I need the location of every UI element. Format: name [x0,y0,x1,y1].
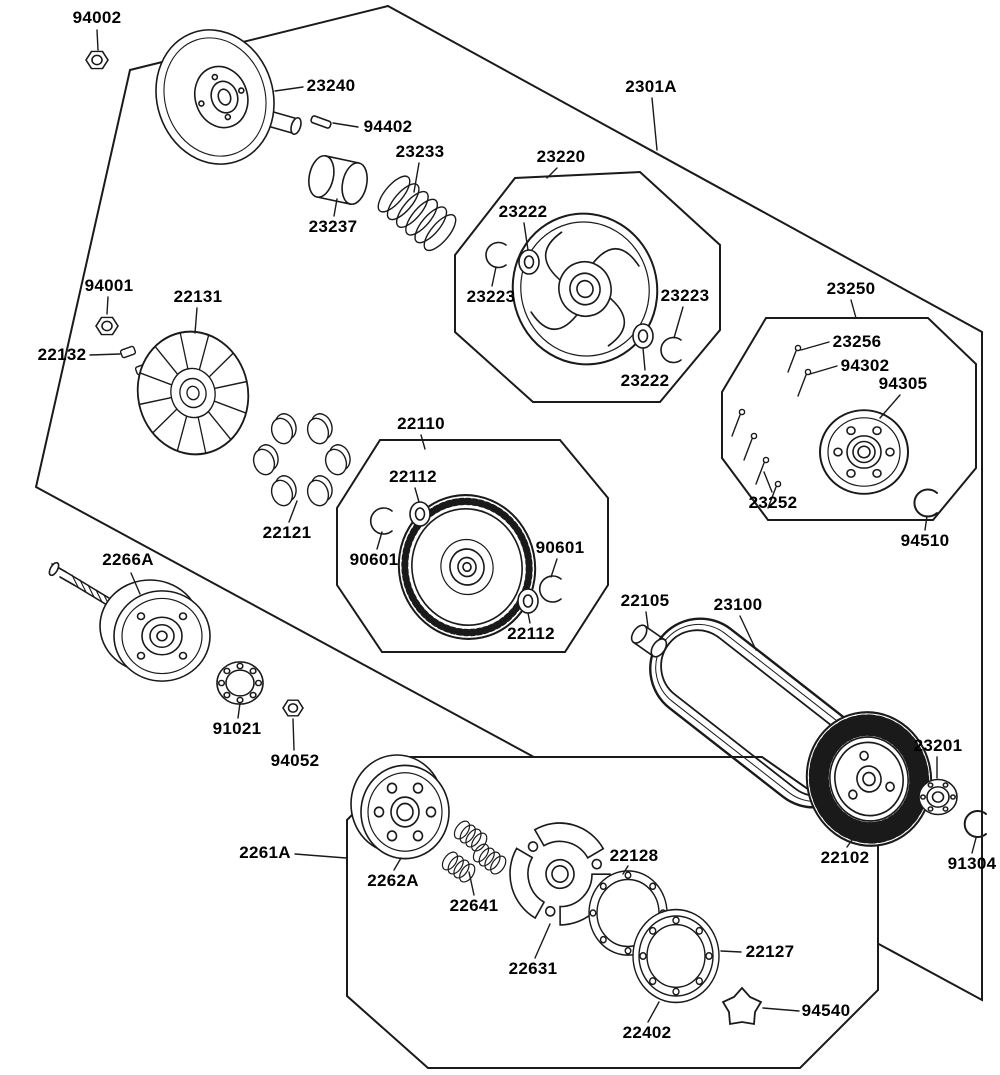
nut-94052 [282,699,304,717]
bolts-23256-94302-23252 [731,344,812,509]
part-label-22631: 22631 [508,959,558,978]
part-label-94540: 94540 [801,1001,851,1020]
part-label-22110: 22110 [397,414,445,433]
spring-23233 [377,175,457,252]
part-label-23220: 23220 [536,147,586,166]
drive-face-pulley [397,494,537,640]
circlip-94510 [913,488,938,518]
fan-wheel-22131 [136,330,250,456]
washer-23222-bottom [632,323,654,349]
part-label-23256: 23256 [832,332,882,351]
bearing-23201 [918,778,958,816]
part-label-90601-b: 90601 [535,538,585,557]
part-label-22102: 22102 [820,848,870,867]
spacer-22105 [630,624,668,658]
part-label-23233: 23233 [395,142,445,161]
clutch-drive-plate-2262A [350,754,450,860]
part-label-94052: 94052 [270,751,320,770]
part-label-94510: 94510 [900,531,950,550]
pin-94402 [310,115,332,129]
clutch-springs-22641 [441,820,507,883]
part-label-94001: 94001 [84,276,134,295]
part-label-22641: 22641 [449,896,499,915]
part-label-23237: 23237 [308,217,358,236]
part-label-94402: 94402 [363,117,413,136]
part-label-90601-a: 90601 [349,550,399,569]
part-label-23223-b: 23223 [660,286,710,305]
circlip-90601-right [538,575,562,603]
part-label-22112-b: 22112 [507,624,555,643]
part-label-94002: 94002 [72,8,122,27]
part-label-23252: 23252 [748,493,798,512]
clutch-hub-94305 [819,409,909,495]
part-label-22121: 22121 [262,523,312,542]
part-label-22132: 22132 [37,345,87,364]
fan-pulley [805,711,933,847]
washer-22112-top [409,501,431,527]
washer-22112-bottom [517,588,539,614]
collar-23237 [308,154,368,206]
nut-94002 [85,50,109,70]
wave-spring-94540 [721,986,763,1026]
part-label-23240: 23240 [306,76,356,95]
circlip-90601-left [369,507,393,535]
part-label-23250: 23250 [826,279,876,298]
part-label-2262A: 2262A [367,871,419,890]
part-label-91021: 91021 [212,719,262,738]
cover-plate-22127-gasket-22402 [632,908,720,1004]
part-label-94305: 94305 [878,374,928,393]
driven-pulley-face [511,212,659,366]
drive-plate-23240 [155,29,302,165]
part-label-22131: 22131 [173,287,223,306]
part-label-23222-a: 23222 [498,202,548,221]
driven-shaft-2266A [48,561,211,682]
circlip-23223-left [485,241,507,269]
nut-94001 [95,316,119,336]
part-label-91304: 91304 [947,854,997,873]
part-label-23223-a: 23223 [466,287,516,306]
circlip-91304 [963,810,987,838]
part-label-94302: 94302 [840,356,890,375]
part-label-23222-b: 23222 [620,371,670,390]
part-label-22402: 22402 [622,1023,672,1042]
roller-weights-22121 [252,413,351,507]
part-label-22127: 22127 [745,942,795,961]
part-label-23201: 23201 [913,736,963,755]
washer-23222-top [518,249,540,275]
part-label-2261A: 2261A [239,843,291,862]
part-label-22112-a: 22112 [389,467,437,486]
part-label-22128: 22128 [609,846,659,865]
part-label-2266A: 2266A [102,550,154,569]
part-label-22105: 22105 [620,591,670,610]
leader-lines [89,29,977,1023]
part-label-2301A: 2301A [625,77,677,96]
part-label-23100: 23100 [713,595,763,614]
bearing-91021 [216,661,264,705]
